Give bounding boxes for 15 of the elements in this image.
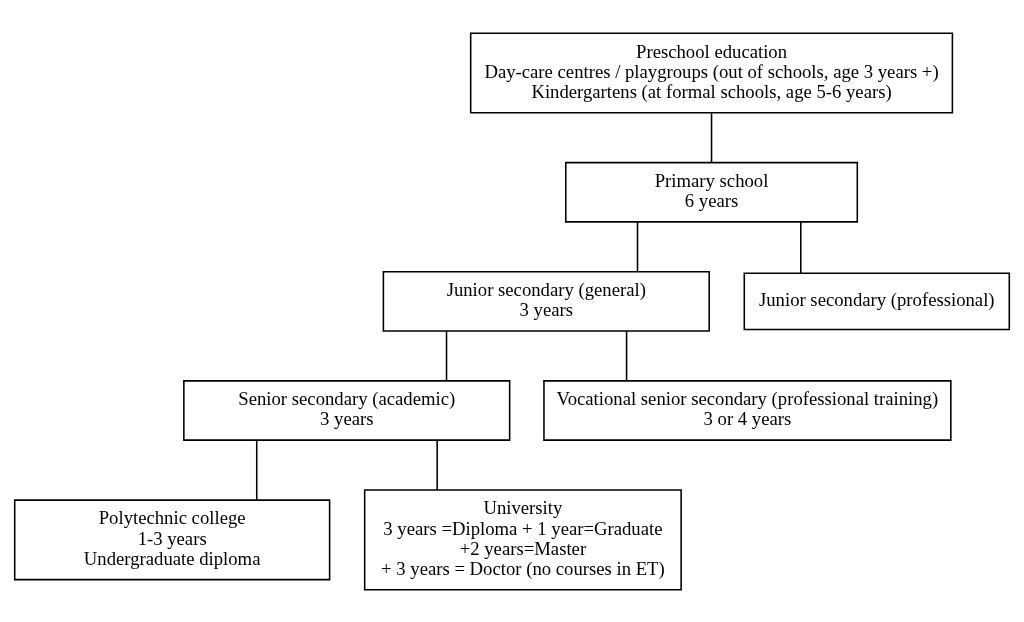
- node-box: Junior secondary (professional): [743, 272, 1011, 330]
- node-box: Junior secondary (general) 3 years: [382, 270, 710, 332]
- connector: [636, 220, 639, 272]
- connector: [255, 439, 258, 500]
- connector: [445, 329, 448, 381]
- node-box: Primary school 6 years: [565, 161, 859, 223]
- connector: [436, 439, 438, 491]
- node-box: Vocational senior secondary (professional training) 3 or 4 years: [543, 379, 952, 441]
- connector: [710, 112, 713, 163]
- node-box: University 3 years =Diploma + 1 year=Graduate +2 years=Master + 3 years = Doctor (no courses in ET): [363, 488, 682, 591]
- node-box: Senior secondary (academic) 3 years: [183, 379, 511, 441]
- node-box: Polytechnic college 1-3 years Undergraduate diploma: [13, 498, 331, 580]
- connector: [800, 220, 802, 274]
- node-box: Preschool education Day-care centres / playgroups (out of schools, age 3 years +) Kindergartens (at formal schools, age 5-6 years): [469, 31, 954, 113]
- connector: [625, 329, 628, 381]
